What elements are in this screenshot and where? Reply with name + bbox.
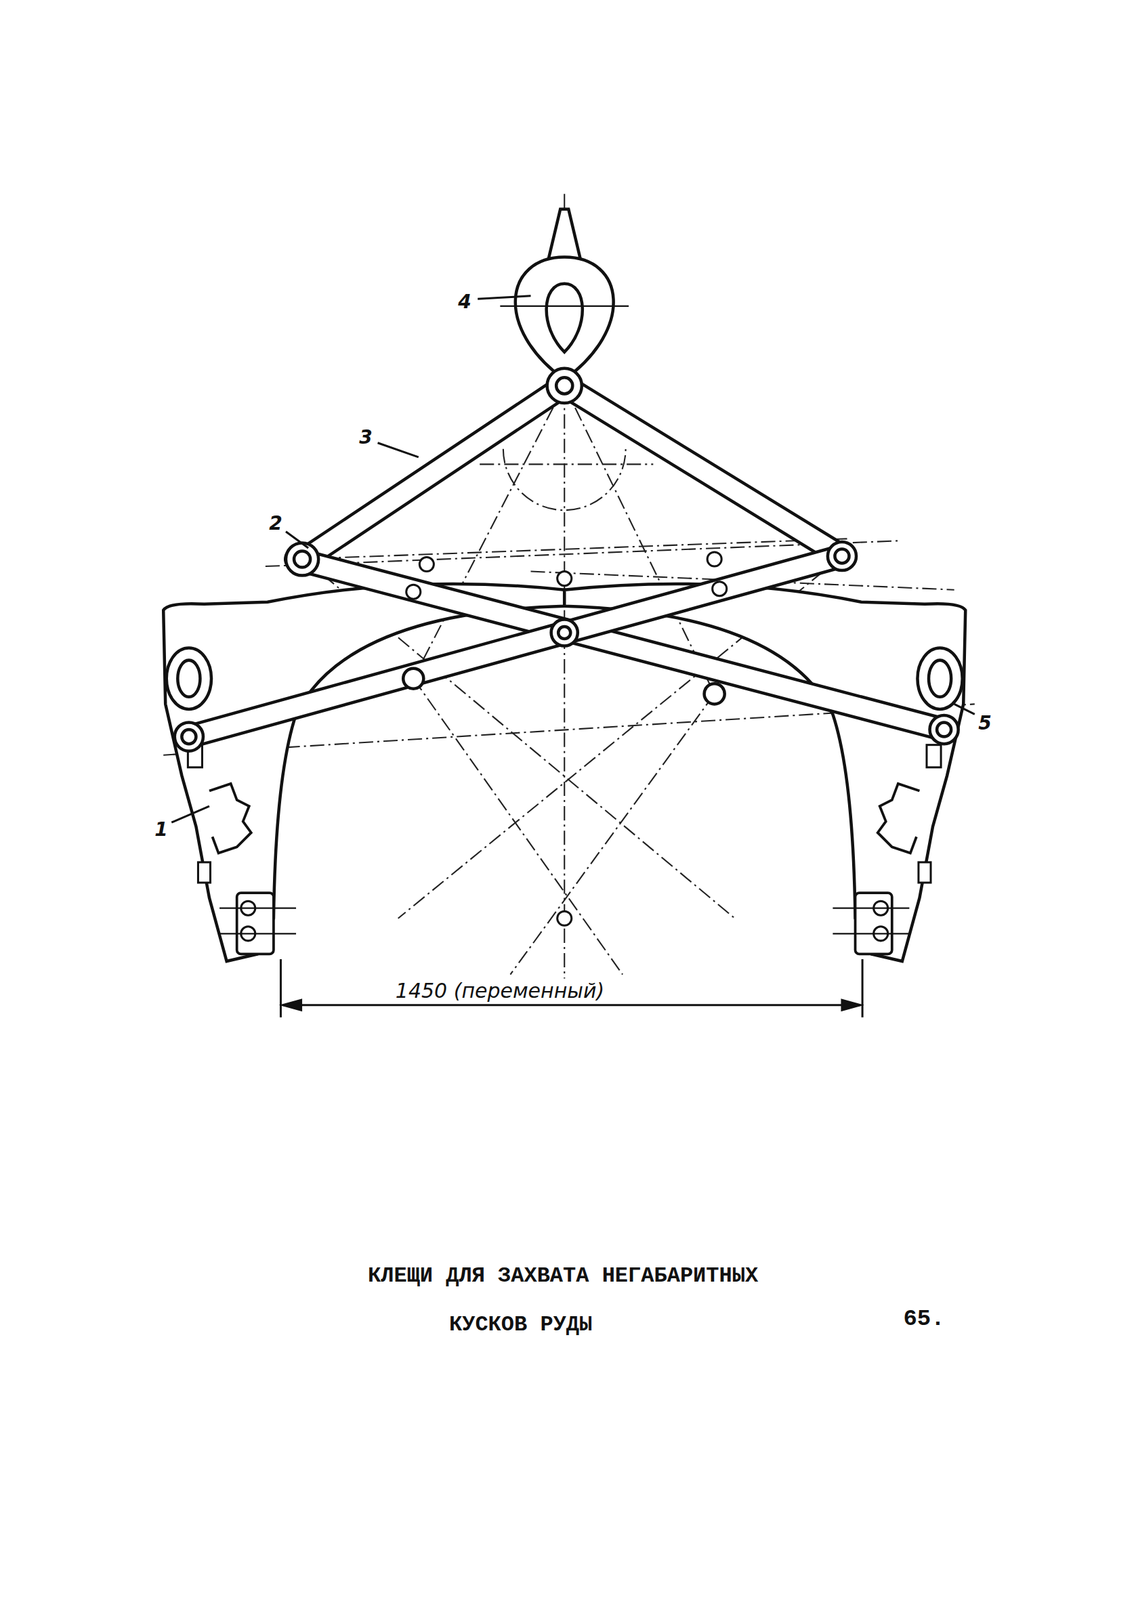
pivots xyxy=(174,368,959,926)
link-bars xyxy=(188,385,945,737)
drawing-title: КЛЕЩИ ДЛЯ ЗАХВАТА НЕГАБАРИТНЫХ КУСКОВ РУ… xyxy=(286,1251,829,1350)
callout-number: 5 xyxy=(978,711,992,735)
callout-number: 2 xyxy=(268,512,282,535)
leader-lines xyxy=(171,296,975,823)
dimension-line xyxy=(280,959,863,1018)
callout-number: 1 xyxy=(154,818,168,841)
page-number: 65. xyxy=(902,1306,945,1332)
hook xyxy=(499,209,629,381)
dimension-label: 1450 (переменный) xyxy=(392,978,607,1003)
center-lines xyxy=(163,193,975,985)
callout-number: 3 xyxy=(359,426,372,449)
callout-number: 4 xyxy=(457,290,471,313)
